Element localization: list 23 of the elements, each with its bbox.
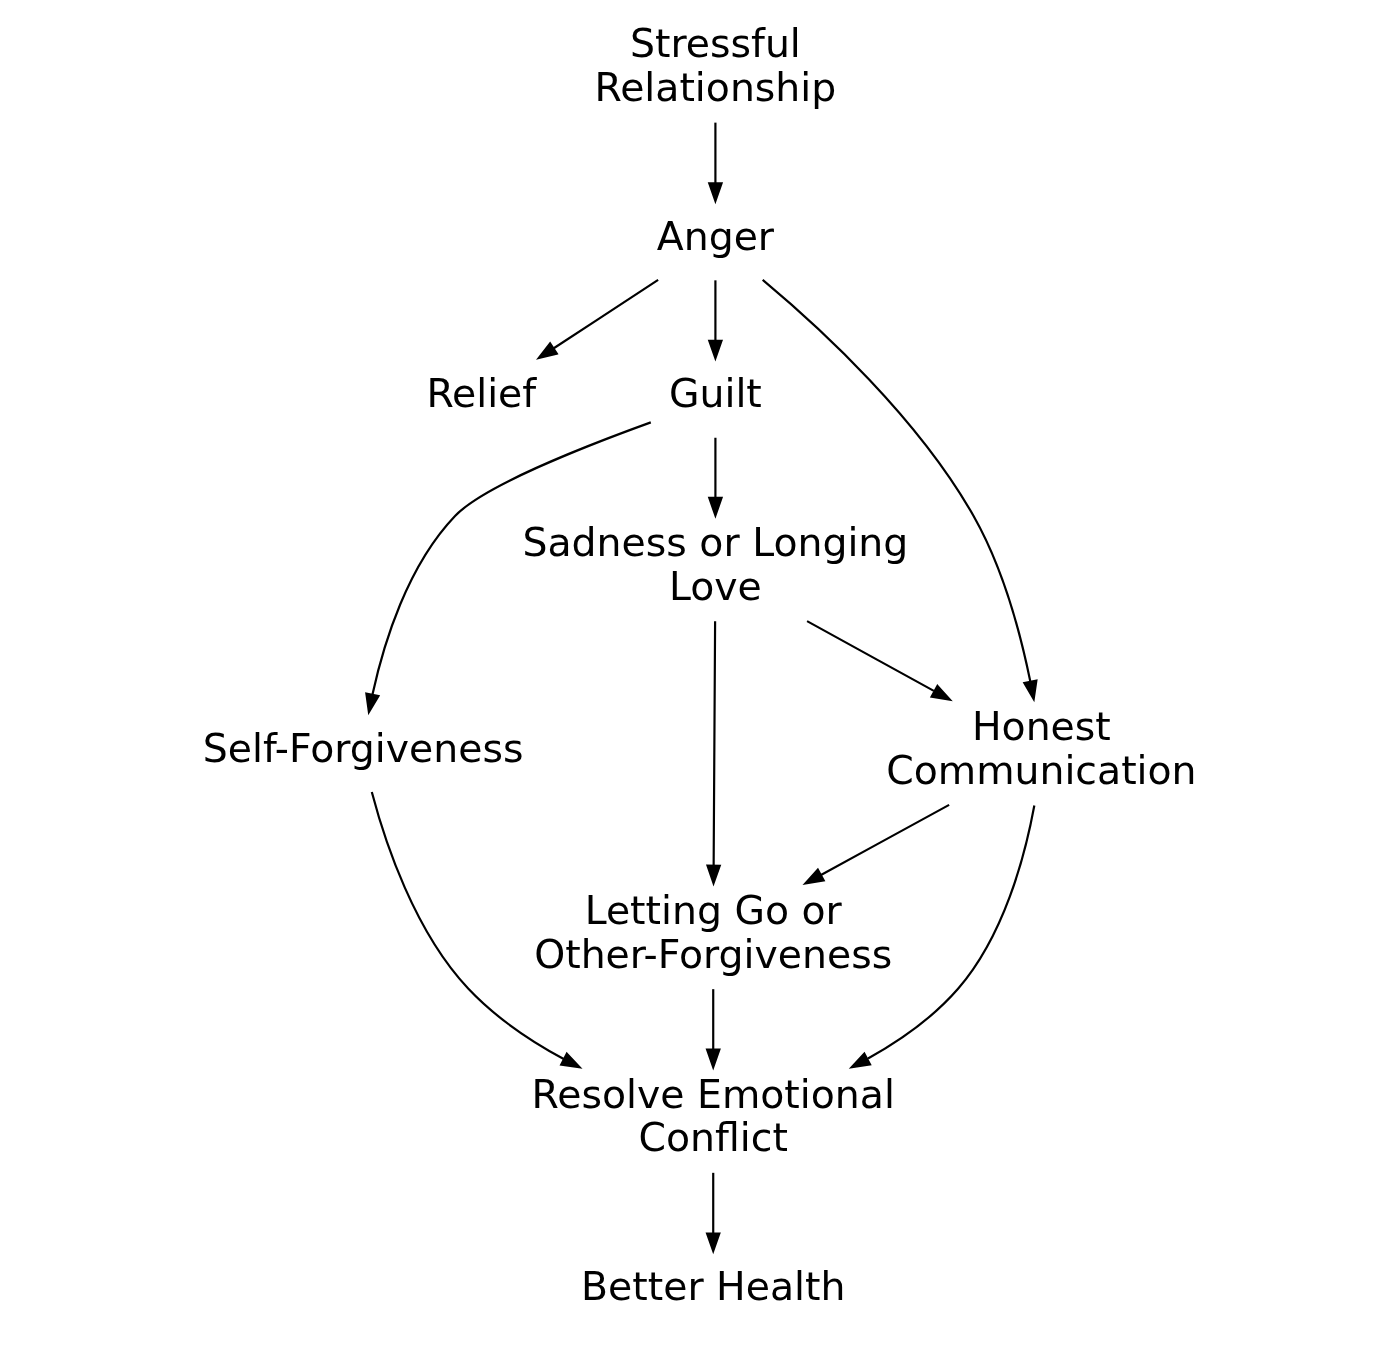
node-text: Honest Communication bbox=[886, 703, 1197, 793]
node-text: Stressful Relationship bbox=[594, 20, 837, 111]
arrow bbox=[848, 805, 1036, 1069]
arrow bbox=[707, 437, 724, 519]
node-text: Relief bbox=[426, 370, 537, 417]
node-text: Sadness or Longing Love bbox=[522, 519, 909, 609]
node-text: Better Health bbox=[581, 1263, 846, 1310]
arrow bbox=[536, 279, 659, 360]
node-text: Resolve Emotional Conflict bbox=[531, 1070, 895, 1161]
arrow bbox=[365, 421, 652, 716]
arrow bbox=[705, 1172, 721, 1255]
arrow bbox=[705, 621, 722, 887]
node-text: Letting Go or Other-Forgiveness bbox=[534, 886, 893, 977]
arrow bbox=[806, 620, 953, 702]
arrow bbox=[802, 803, 950, 886]
arrow bbox=[707, 280, 724, 362]
arrow bbox=[705, 989, 721, 1071]
arrow bbox=[707, 122, 724, 205]
node-text: Anger bbox=[656, 212, 775, 259]
arrow bbox=[370, 791, 583, 1069]
node-text: Guilt bbox=[669, 370, 762, 417]
arrow bbox=[761, 279, 1038, 703]
node-text: Self-Forgiveness bbox=[202, 724, 524, 771]
